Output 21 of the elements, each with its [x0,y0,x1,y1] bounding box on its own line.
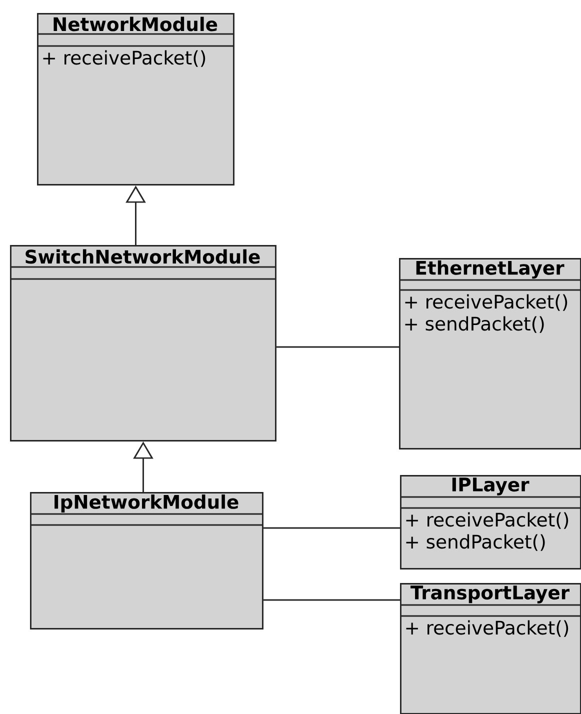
operation: + receivePacket() [406,512,568,529]
operation: + sendPacket() [405,316,544,333]
class-name: IpNetworkModule [54,494,238,513]
class-box [399,258,581,450]
class-name: IPLayer [452,478,530,496]
operation: + receivePacket() [43,50,206,67]
operation: + receivePacket() [405,294,568,311]
association-line [263,527,400,529]
class-box [10,245,276,442]
operation: + receivePacket() [406,620,568,637]
class-box [37,13,234,186]
class-name: TransportLayer [410,586,570,604]
class-box [400,475,581,570]
operation: + sendPacket() [406,534,545,551]
class-box [400,583,581,714]
class-name: EthernetLayer [416,260,564,279]
class-box [30,492,264,630]
association-line [263,599,400,601]
class-name: NetworkModule [54,16,218,32]
association-line [276,346,399,348]
class-name: SwitchNetworkModule [26,249,260,264]
